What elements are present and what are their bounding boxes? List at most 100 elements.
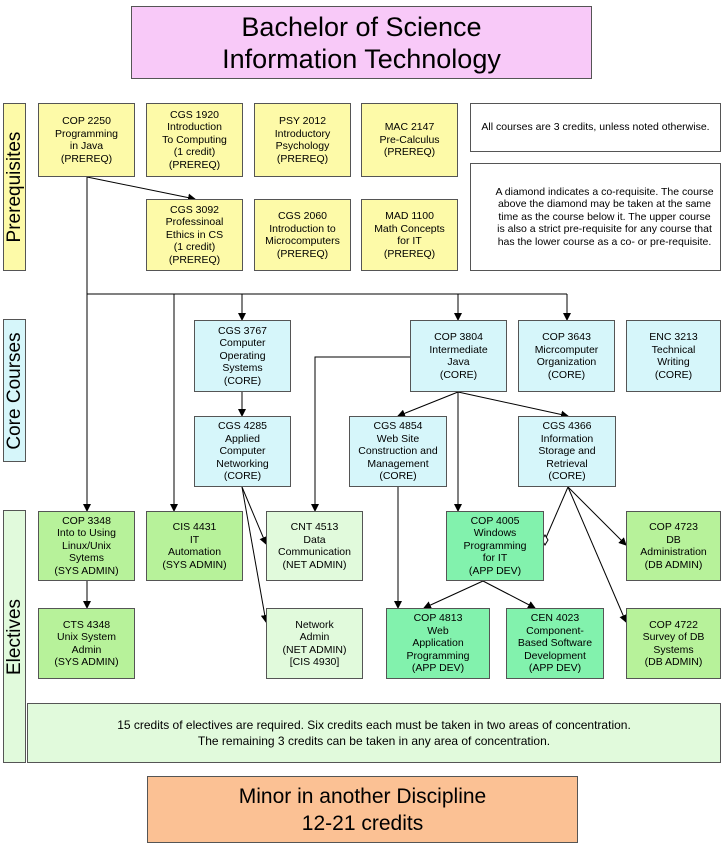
link-cgs4366-cop4723 <box>567 486 627 546</box>
course-line: Automation <box>167 546 222 558</box>
course-line: COP 4722 <box>649 618 698 631</box>
course-mac2147: MAC 2147 Pre-Calculus (PREREQ) <box>361 103 458 177</box>
minor-line1: Minor in another Discipline <box>238 784 487 808</box>
course-line: CGS 4366 <box>542 420 592 433</box>
electives-note-line2: The remaining 3 credits can be taken in … <box>197 734 551 748</box>
course-cgs2060: CGS 2060 Introduction to Microcomputers … <box>254 199 351 271</box>
course-psy2012: PSY 2012 Introductory Psychology (PREREQ… <box>254 103 351 177</box>
link-cop2250-cgs3092 <box>86 176 196 202</box>
link-cop4005-cop4813 <box>423 580 484 609</box>
course-cts4348: CTS 4348 Unix System Admin (SYS ADMIN) <box>38 608 135 679</box>
course-line: MAD 1100 <box>385 210 434 222</box>
course-line: Application <box>412 637 464 650</box>
course-line: (SYS ADMIN) <box>162 558 227 571</box>
program-title-line1: Bachelor of Science <box>241 11 482 42</box>
course-line: Programming <box>54 127 119 140</box>
course-line: (CORE) <box>439 368 478 381</box>
course-line: Systems <box>653 643 694 656</box>
course-cgs4366: CGS 4366 Information Storage and Retriev… <box>518 416 616 487</box>
course-line: Math Concepts <box>374 222 445 235</box>
electives-note-line1: 15 credits of electives are required. Si… <box>117 718 631 732</box>
course-cgs4285: CGS 4285 Applied Computer Networking (CO… <box>194 416 291 487</box>
course-line: for IT <box>397 235 422 247</box>
course-line: Information <box>540 432 594 445</box>
course-line: COP 3643 <box>542 331 591 343</box>
course-line: Computer <box>219 445 266 458</box>
course-cop4813: COP 4813 Web Application Programming (AP… <box>386 608 490 679</box>
course-line: CGS 3092 <box>169 203 220 216</box>
course-line: Web Site <box>376 432 420 445</box>
course-line: COP 4005 <box>470 514 520 527</box>
course-line: COP 4723 <box>649 521 698 533</box>
course-line: (NET ADMIN) <box>282 643 347 656</box>
course-line: CNT 4513 <box>290 521 339 533</box>
course-line: (APP DEV) <box>411 662 465 675</box>
course-line: COP 4813 <box>413 612 463 625</box>
course-line: (DB ADMIN) <box>644 558 703 571</box>
course-line: (PREREQ) <box>383 247 436 260</box>
course-line: Sytems <box>68 552 104 565</box>
program-title-line2: Information Technology <box>222 43 501 74</box>
course-line: in Java <box>69 140 104 152</box>
course-line: Into to Using <box>57 527 116 540</box>
course-cop4722: COP 4722 Survey of DB Systems (DB ADMIN) <box>626 608 721 679</box>
course-cgs4854: CGS 4854 Web Site Construction and Manag… <box>349 416 447 487</box>
course-line: Administration <box>640 546 707 558</box>
course-line: Networking <box>216 457 269 470</box>
course-line: (DB ADMIN) <box>644 656 703 668</box>
course-line: Operating <box>219 349 266 362</box>
course-line: Survey of DB <box>642 631 705 643</box>
course-line: Writing <box>657 356 690 368</box>
link-cop4005-cen4023 <box>482 580 536 609</box>
course-line: (CORE) <box>379 470 417 483</box>
course-line: (PREREQ) <box>383 146 436 159</box>
course-line: (CORE) <box>223 470 262 483</box>
course-line: Development <box>524 649 586 662</box>
course-line: (CORE) <box>548 470 586 483</box>
course-line: DB <box>666 533 681 546</box>
course-line: (APP DEV) <box>468 564 522 577</box>
course-cop4723: COP 4723 DB Administration (DB ADMIN) <box>626 511 721 581</box>
course-line: (NET ADMIN) <box>282 558 347 571</box>
course-line: CTS 4348 <box>62 618 111 631</box>
course-line: Programming <box>463 539 527 552</box>
course-line: Applied <box>224 432 261 445</box>
course-line: Communication <box>278 546 351 558</box>
section-prerequisites: Prerequisites <box>3 103 26 271</box>
course-line: Computer <box>219 337 266 350</box>
course-cgs3092: CGS 3092 Professinoal Ethics in CS (1 cr… <box>146 199 243 271</box>
course-line: Micrcomputer <box>534 343 599 356</box>
course-line: CGS 4854 <box>373 420 423 433</box>
course-line: Intermediate <box>429 343 488 356</box>
course-cen4023: CEN 4023 Component- Based Software Devel… <box>506 608 604 679</box>
section-core-courses: Core Courses <box>3 319 26 462</box>
course-line: (1 credit) <box>173 146 216 159</box>
course-line: COP 3804 <box>434 331 483 343</box>
course-line: Introductory <box>274 127 331 140</box>
course-line: (PREREQ) <box>276 152 329 165</box>
course-line: Organization <box>536 356 597 368</box>
link-cgs4285-network-admin <box>241 486 269 623</box>
link-cgs4366-cop4005 <box>544 486 569 541</box>
course-line: Systems <box>222 362 263 375</box>
course-line: To Computing <box>162 133 227 146</box>
course-line: Introduction <box>167 121 222 134</box>
course-line: Psychology <box>275 140 330 152</box>
course-line: (PREREQ) <box>168 253 221 266</box>
course-line: COP 3348 <box>62 514 111 527</box>
link-cop3804-cgs4854 <box>397 391 459 418</box>
course-line: (SYS ADMIN) <box>54 564 119 577</box>
course-line: Introduction to <box>269 222 336 235</box>
course-cgs3767: CGS 3767 Computer Operating Systems (COR… <box>194 320 291 392</box>
course-line: Network <box>295 618 334 631</box>
course-line: (PREREQ) <box>60 152 113 165</box>
section-electives: Electives <box>3 510 26 763</box>
course-line: Ethics in CS <box>165 228 224 241</box>
course-mad1100: MAD 1100 Math Concepts for IT (PREREQ) <box>361 199 458 271</box>
minor-box: Minor in another Discipline 12-21 credit… <box>147 776 578 843</box>
course-line: Based Software <box>517 637 593 650</box>
course-line: (PREREQ) <box>276 247 329 260</box>
course-line: (PREREQ) <box>168 158 221 171</box>
course-line: Pre-Calculus <box>379 133 440 146</box>
course-line: Admin <box>71 643 102 656</box>
